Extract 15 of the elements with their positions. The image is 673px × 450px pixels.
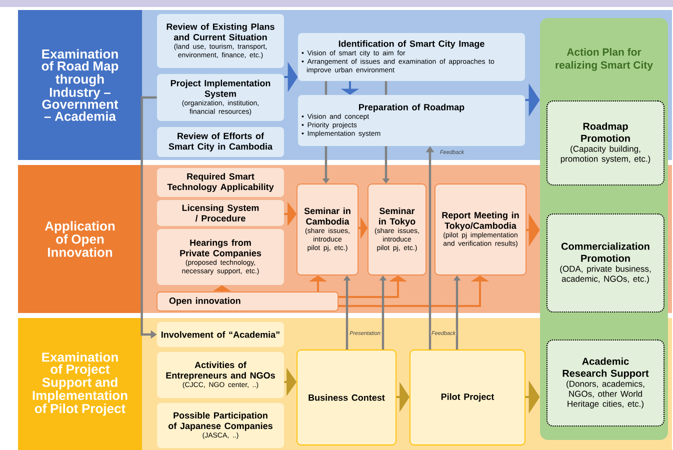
dotted-box: Roadmap Promotion (Capacity building, promotion system, etc.) [546, 100, 665, 186]
section-label-box: Examination of Road Map through Industry – Government – Academia [18, 10, 142, 160]
connector-line [384, 81, 388, 95]
section-label-box: Examination of Project Support and Implementation of Pilot Project [18, 318, 142, 450]
dotted-box: Academic Research Support (Donors, academics, NGOs, other World Heritage cities, etc.) [546, 339, 665, 427]
connector-line [324, 81, 328, 95]
banner-bar: Open innovation [156, 292, 338, 312]
process-box: Review of Efforts of Smart City in Cambodia [157, 127, 284, 157]
process-box: Licensing System / Procedure [157, 200, 284, 226]
dotted-box: Commercialization Promotion (ODA, private business, academic, NGOs, etc.) [546, 213, 665, 313]
process-box: Required Smart Technology Applicability [157, 168, 284, 197]
process-box: Pilot Project [410, 350, 526, 446]
process-box: Business Contest [296, 350, 396, 446]
process-box: Involvement of “Academia” [157, 322, 284, 347]
section-label-box: Application of Open Innovation [18, 165, 142, 313]
